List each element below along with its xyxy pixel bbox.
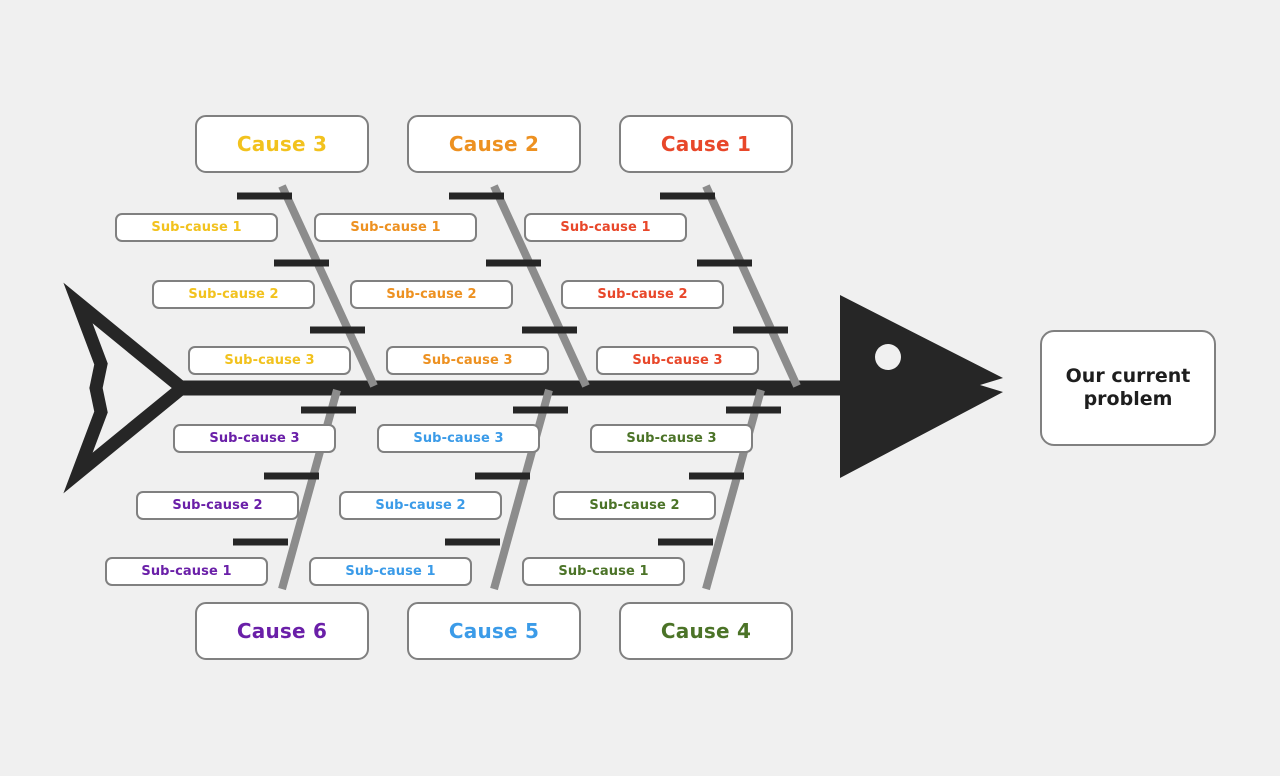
- cause-3-subcause-3-box[interactable]: Sub-cause 3: [188, 346, 351, 375]
- bone-cause-1: [702, 184, 801, 388]
- bone-group: [278, 184, 801, 591]
- problem-line-1: Our current: [1065, 365, 1191, 388]
- fish-eye: [875, 344, 901, 370]
- cause-4-subcause-1-box[interactable]: Sub-cause 3: [590, 424, 753, 453]
- cause-3-subcause-2-label: Sub-cause 2: [188, 286, 279, 302]
- cause-5-subcause-3-box[interactable]: Sub-cause 1: [309, 557, 472, 586]
- cause-1-subcause-3-label: Sub-cause 3: [632, 352, 723, 368]
- cause-4-subcause-1-label: Sub-cause 3: [626, 430, 717, 446]
- cause-1-subcause-2-box[interactable]: Sub-cause 2: [561, 280, 724, 309]
- cause-4-subcause-2-box[interactable]: Sub-cause 2: [553, 491, 716, 520]
- cause-3-subcause-3-label: Sub-cause 3: [224, 352, 315, 368]
- cause-3-subcause-1-label: Sub-cause 1: [151, 219, 242, 235]
- cause-4-subcause-3-box[interactable]: Sub-cause 1: [522, 557, 685, 586]
- cause-5-subcause-1-label: Sub-cause 3: [413, 430, 504, 446]
- problem-box[interactable]: Our current problem: [1040, 330, 1216, 446]
- cause-3-subcause-1-box[interactable]: Sub-cause 1: [115, 213, 278, 242]
- bone-cause-6: [278, 388, 341, 591]
- cause-2-label: Cause 2: [448, 132, 540, 156]
- bone-cause-3: [278, 184, 378, 388]
- cause-5-label: Cause 5: [448, 619, 540, 643]
- cause-6-subcause-1-box[interactable]: Sub-cause 3: [173, 424, 336, 453]
- cause-6-subcause-2-label: Sub-cause 2: [172, 497, 263, 513]
- cause-6-subcause-1-label: Sub-cause 3: [209, 430, 300, 446]
- bone-cause-5: [490, 388, 553, 591]
- fish-head: [840, 295, 1003, 478]
- cause-1-subcause-1-label: Sub-cause 1: [560, 219, 651, 235]
- cause-5-subcause-2-label: Sub-cause 2: [375, 497, 466, 513]
- cause-2-subcause-1-label: Sub-cause 1: [350, 219, 441, 235]
- cause-1-box[interactable]: Cause 1: [619, 115, 793, 173]
- cause-5-subcause-3-label: Sub-cause 1: [345, 563, 436, 579]
- cause-6-subcause-3-box[interactable]: Sub-cause 1: [105, 557, 268, 586]
- cause-5-subcause-2-box[interactable]: Sub-cause 2: [339, 491, 502, 520]
- cause-6-label: Cause 6: [236, 619, 328, 643]
- cause-6-subcause-3-label: Sub-cause 1: [141, 563, 232, 579]
- cause-2-subcause-3-label: Sub-cause 3: [422, 352, 513, 368]
- cause-2-subcause-2-box[interactable]: Sub-cause 2: [350, 280, 513, 309]
- cause-4-subcause-3-label: Sub-cause 1: [558, 563, 649, 579]
- cause-2-subcause-3-box[interactable]: Sub-cause 3: [386, 346, 549, 375]
- cause-3-label: Cause 3: [236, 132, 328, 156]
- bone-cause-2: [490, 184, 590, 388]
- cause-3-subcause-2-box[interactable]: Sub-cause 2: [152, 280, 315, 309]
- cause-1-subcause-2-label: Sub-cause 2: [597, 286, 688, 302]
- cause-4-label: Cause 4: [660, 619, 752, 643]
- cause-3-box[interactable]: Cause 3: [195, 115, 369, 173]
- cause-1-label: Cause 1: [660, 132, 752, 156]
- cause-2-subcause-1-box[interactable]: Sub-cause 1: [314, 213, 477, 242]
- fish-tail: [63, 282, 193, 494]
- problem-line-2: problem: [1083, 388, 1173, 410]
- cause-6-subcause-2-box[interactable]: Sub-cause 2: [136, 491, 299, 520]
- bone-cause-4: [702, 388, 765, 591]
- cause-1-subcause-1-box[interactable]: Sub-cause 1: [524, 213, 687, 242]
- cause-4-subcause-2-label: Sub-cause 2: [589, 497, 680, 513]
- cause-5-box[interactable]: Cause 5: [407, 602, 581, 660]
- cause-2-box[interactable]: Cause 2: [407, 115, 581, 173]
- cause-2-subcause-2-label: Sub-cause 2: [386, 286, 477, 302]
- cause-5-subcause-1-box[interactable]: Sub-cause 3: [377, 424, 540, 453]
- cause-4-box[interactable]: Cause 4: [619, 602, 793, 660]
- connector-stub-group: [233, 192, 788, 546]
- cause-6-box[interactable]: Cause 6: [195, 602, 369, 660]
- cause-1-subcause-3-box[interactable]: Sub-cause 3: [596, 346, 759, 375]
